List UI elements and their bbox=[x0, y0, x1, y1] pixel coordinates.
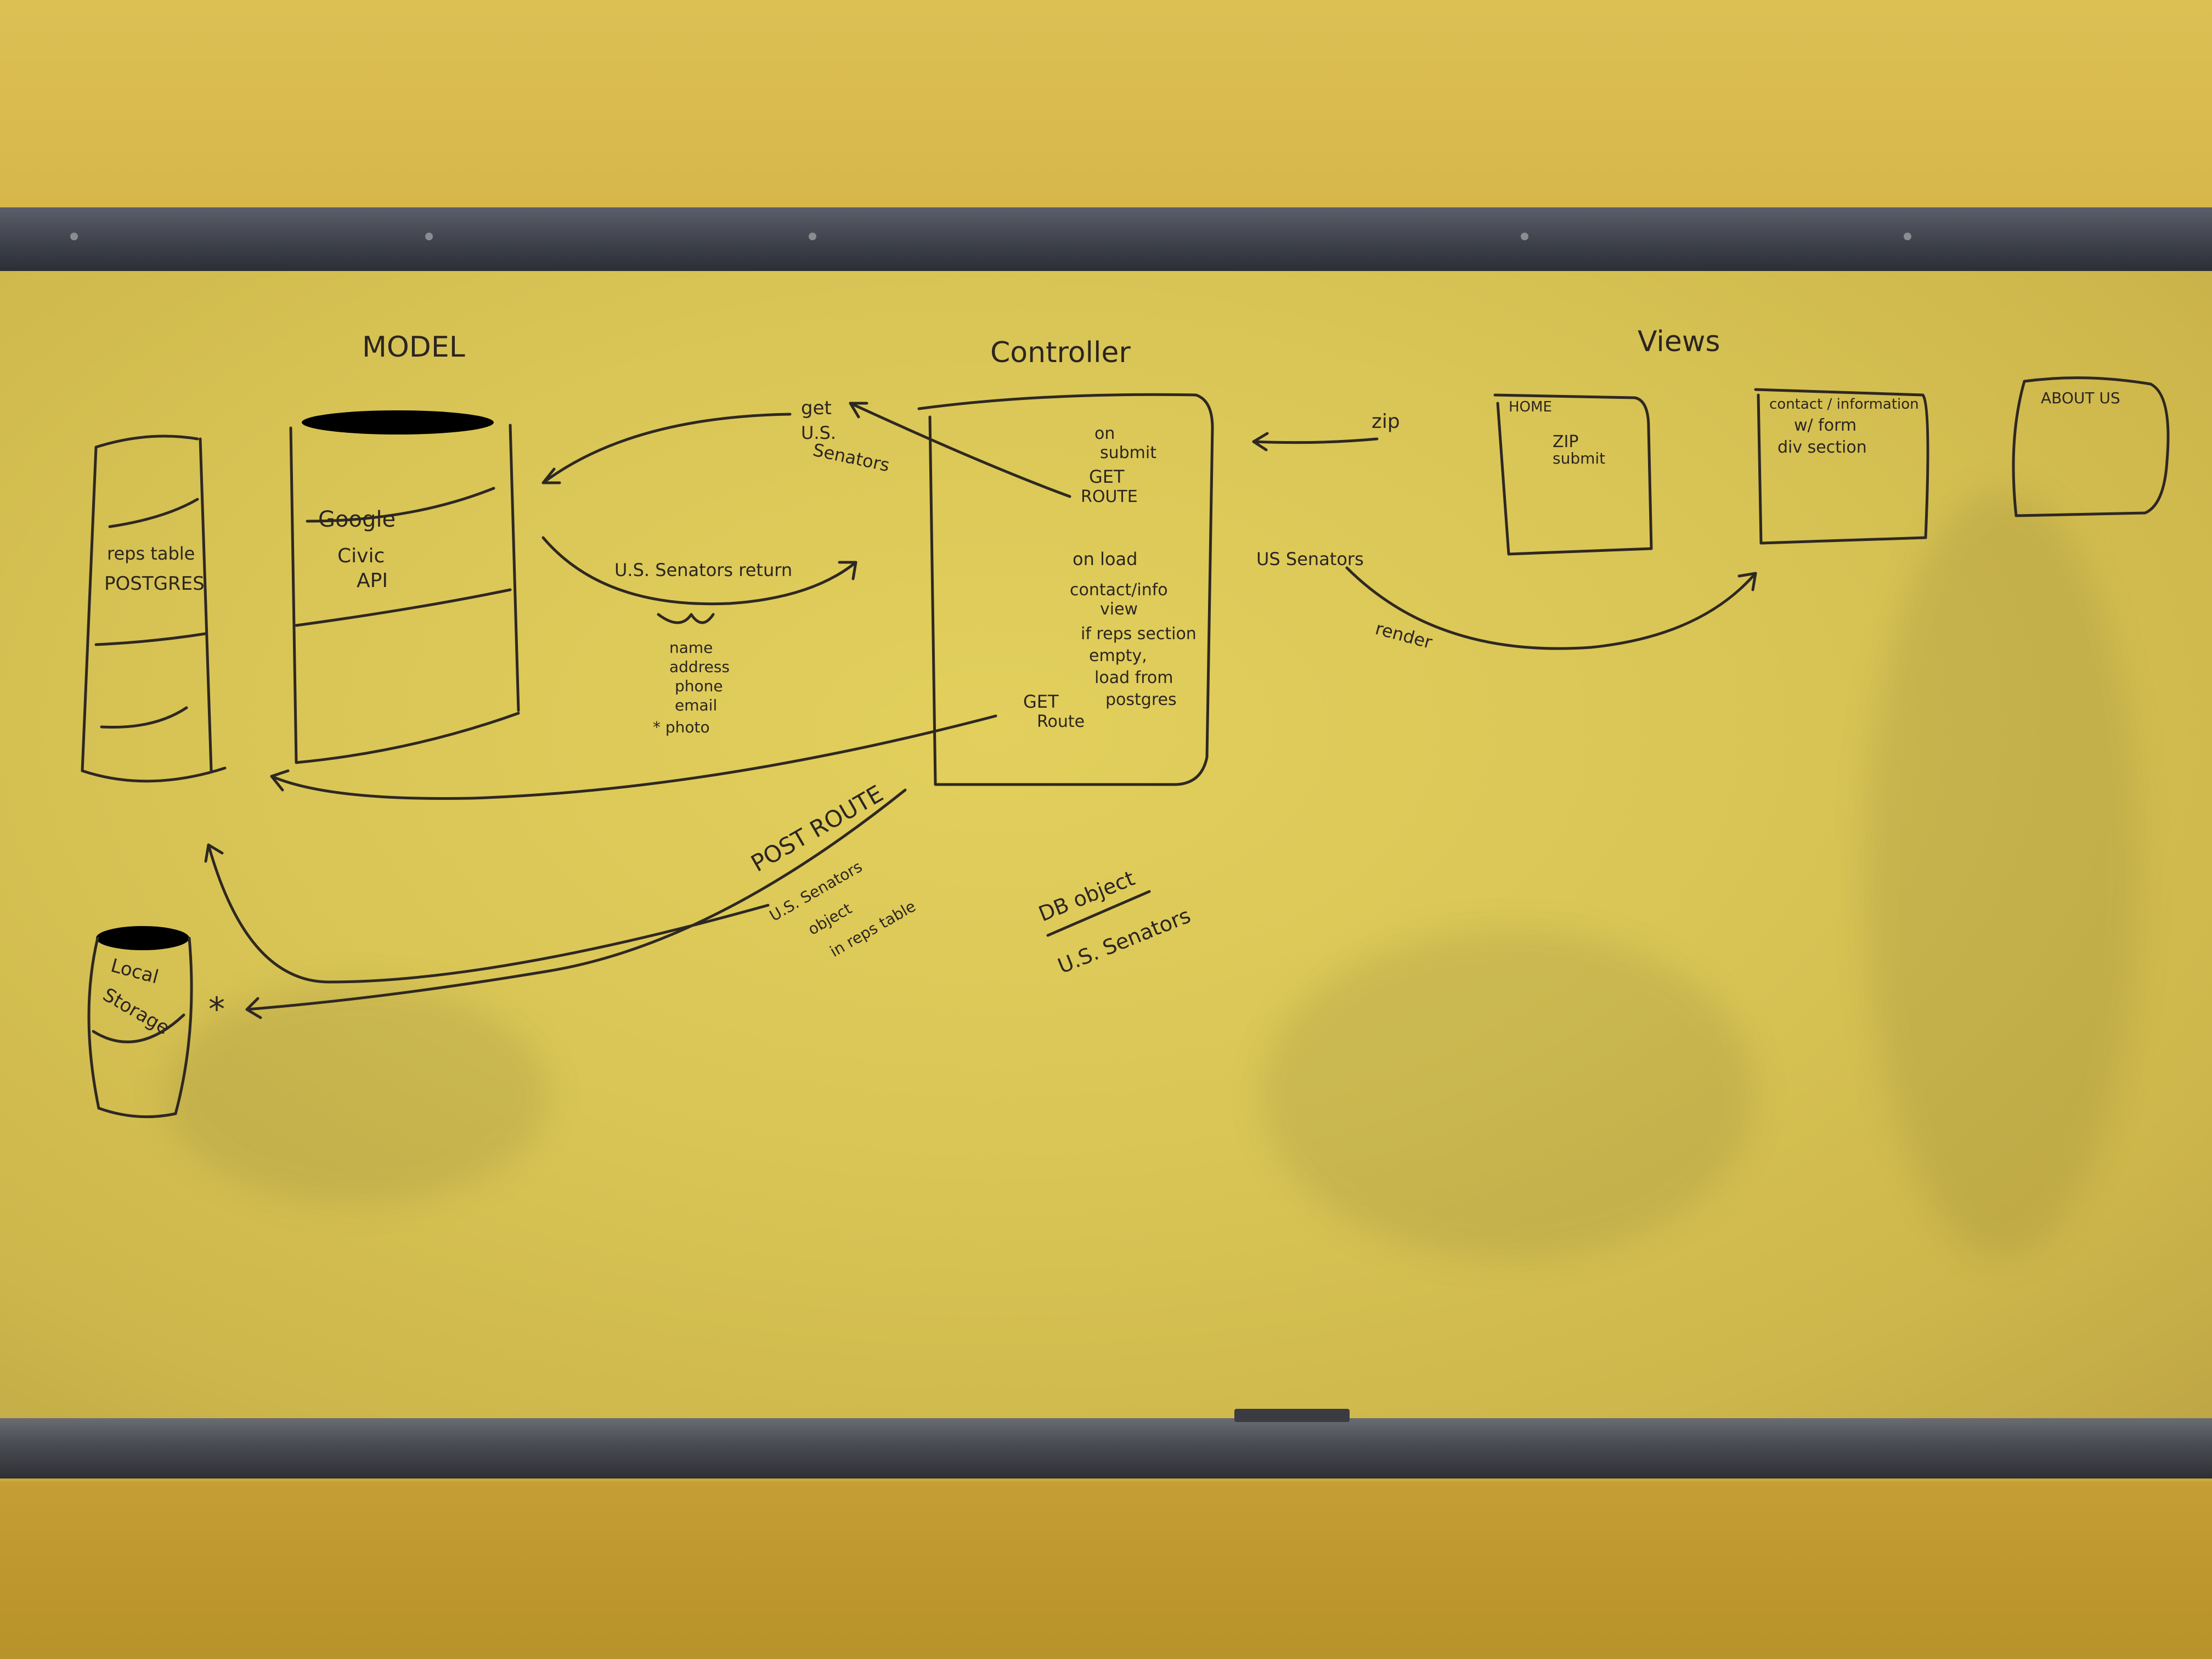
screw bbox=[70, 233, 78, 240]
arrow-get-to-google bbox=[541, 413, 792, 484]
contact-line: contact / information bbox=[1769, 396, 1919, 413]
arrow-post-route-to-local-storage bbox=[245, 788, 907, 1011]
get-label: get bbox=[801, 397, 832, 419]
wall-top bbox=[0, 0, 2212, 208]
postgres-cylinder-icon bbox=[81, 435, 227, 783]
top-rail bbox=[0, 207, 2212, 272]
screw bbox=[809, 233, 816, 240]
zip-arrow-label: zip bbox=[1372, 410, 1400, 433]
ctrl-submit: submit bbox=[1100, 443, 1156, 462]
tray-clip bbox=[1234, 1409, 1350, 1422]
google-civic-api-cylinder-icon bbox=[289, 410, 520, 764]
star-mark: * bbox=[208, 990, 225, 1029]
marker-tray bbox=[0, 1418, 2212, 1479]
arrow-controller-to-get bbox=[849, 402, 1071, 498]
bracket-icon bbox=[657, 613, 715, 624]
home-view-box: HOME ZIP submit bbox=[1493, 393, 1653, 556]
onload-line: empty, bbox=[1089, 646, 1147, 665]
smudge bbox=[165, 984, 549, 1204]
controller-box bbox=[917, 393, 1214, 786]
onload-line: contact/info bbox=[1070, 580, 1168, 600]
onload-line: on load bbox=[1073, 549, 1137, 569]
onload-line: if reps section bbox=[1081, 624, 1197, 644]
onload-line: view bbox=[1100, 600, 1138, 619]
field-name: name bbox=[669, 639, 713, 657]
home-submit-label: submit bbox=[1553, 449, 1605, 467]
arrow-get-route-to-postgres bbox=[270, 714, 997, 800]
field-photo: * photo bbox=[653, 718, 710, 736]
post-route-label: POST ROUTE bbox=[747, 780, 888, 877]
ctrl-get: GET bbox=[1089, 466, 1125, 487]
heading-views: Views bbox=[1638, 325, 1720, 358]
ctrl-route: ROUTE bbox=[1081, 487, 1138, 506]
screw bbox=[1521, 233, 1528, 240]
ctrl-on: on bbox=[1094, 424, 1115, 443]
us-senators-view-label: US Senators bbox=[1256, 549, 1364, 569]
about-us-label: ABOUT US bbox=[2041, 389, 2120, 407]
ctrl-get2: GET bbox=[1023, 691, 1059, 712]
senators-label: Senators bbox=[811, 439, 891, 476]
reps-table-label: reps table bbox=[107, 543, 195, 564]
heading-model: MODEL bbox=[362, 331, 465, 364]
arrowhead-icon bbox=[204, 843, 224, 863]
civic-label: Civic bbox=[337, 545, 385, 567]
storage-label: Storage bbox=[99, 984, 173, 1039]
field-address: address bbox=[669, 658, 730, 676]
local-label: Local bbox=[109, 955, 161, 988]
screw bbox=[1904, 233, 1911, 240]
onload-notes: on load contact/info view if reps sectio… bbox=[1070, 549, 1197, 709]
senators-return-label: U.S. Senators return bbox=[614, 560, 792, 580]
contact-line: div section bbox=[1778, 438, 1867, 457]
google-label: Google bbox=[318, 507, 396, 532]
onload-line: postgres bbox=[1105, 690, 1177, 709]
local-storage-cylinder-icon bbox=[87, 926, 193, 1119]
whiteboard bbox=[0, 271, 2212, 1422]
contact-line: w/ form bbox=[1794, 416, 1857, 435]
screw bbox=[425, 233, 433, 240]
us-label: U.S. bbox=[801, 422, 836, 443]
arrowhead-icon bbox=[838, 561, 857, 580]
arrowhead-icon bbox=[1737, 572, 1757, 591]
heading-controller: Controller bbox=[990, 336, 1131, 369]
field-list: name address phone email * photo bbox=[653, 639, 730, 736]
api-label: API bbox=[357, 569, 388, 592]
contact-view-box: contact / information w/ form div sectio… bbox=[1754, 388, 1929, 545]
smudge bbox=[1262, 929, 1756, 1259]
arrow-render bbox=[1345, 566, 1757, 650]
arrowhead-icon bbox=[270, 769, 290, 792]
field-phone: phone bbox=[675, 677, 723, 695]
arrow-return bbox=[541, 536, 857, 606]
onload-line: load from bbox=[1094, 668, 1173, 687]
arrowhead-icon bbox=[245, 997, 262, 1019]
field-email: email bbox=[675, 696, 717, 714]
arrowhead-icon bbox=[1252, 432, 1269, 452]
db-us-senators-label: U.S. Senators bbox=[1054, 903, 1194, 978]
arrow-zip-to-controller bbox=[1252, 437, 1379, 444]
wall-bottom bbox=[0, 1481, 2212, 1659]
arrow-post-route-to-postgres bbox=[207, 843, 770, 984]
db-object-divider bbox=[1046, 890, 1151, 937]
ctrl-route2: Route bbox=[1037, 712, 1085, 731]
arrowhead-icon bbox=[849, 402, 868, 419]
smudge bbox=[1865, 490, 2140, 1259]
postgres-label: POSTGRES bbox=[104, 573, 205, 595]
about-us-view-box: ABOUT US bbox=[2012, 376, 2170, 517]
home-zip-label: ZIP bbox=[1553, 432, 1579, 452]
home-label: HOME bbox=[1509, 399, 1552, 415]
arrowhead-icon bbox=[541, 467, 561, 484]
